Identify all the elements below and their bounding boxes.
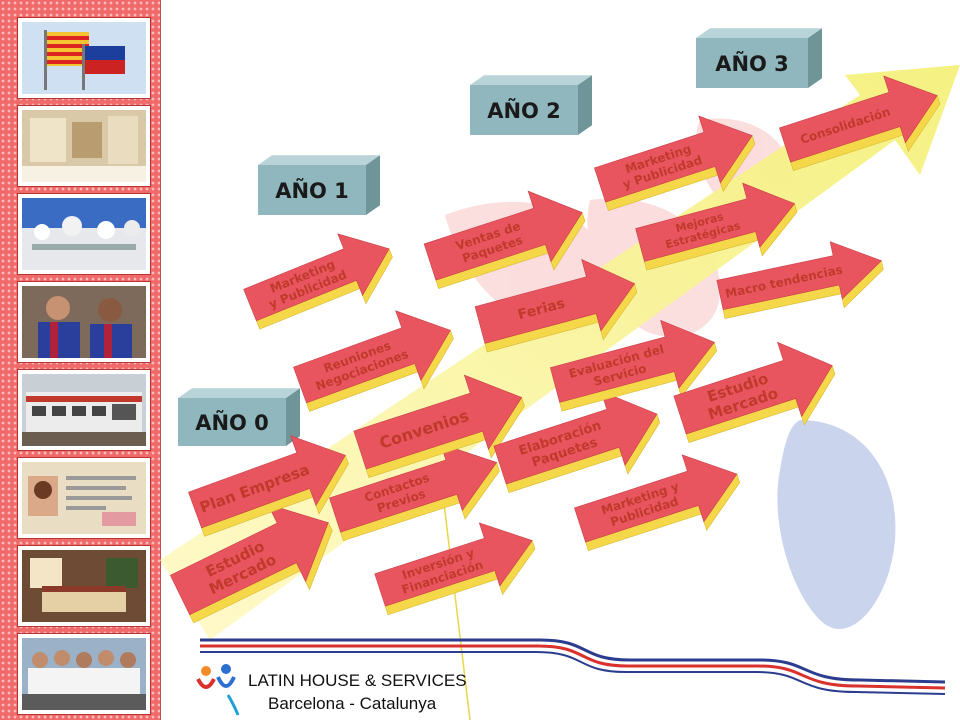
roadmap-canvas: AÑO 0 AÑO 1 AÑO 2 AÑO 3 EstudioMercadoPlan … bbox=[160, 28, 960, 720]
gym-photo bbox=[18, 106, 150, 186]
company-logo bbox=[196, 664, 240, 716]
football-players-photo bbox=[18, 282, 150, 362]
year-block-y1: AÑO 1 bbox=[258, 155, 380, 215]
year-block-y3: AÑO 3 bbox=[696, 28, 822, 88]
flags-photo bbox=[18, 18, 150, 98]
milestone-arrow-ferias: Ferias bbox=[474, 258, 638, 353]
sidebar-photo-strip bbox=[0, 0, 161, 720]
group-photo bbox=[18, 634, 150, 714]
train-photo bbox=[18, 370, 150, 450]
year-label: AÑO 3 bbox=[715, 51, 789, 76]
id-card-photo bbox=[18, 458, 150, 538]
guide-line bbox=[439, 469, 471, 720]
bedroom-photo bbox=[18, 546, 150, 626]
year-label: AÑO 2 bbox=[487, 98, 561, 123]
year-block-y2: AÑO 2 bbox=[470, 75, 592, 135]
gaudi-building-photo bbox=[18, 194, 150, 274]
company-name: LATIN HOUSE & SERVICES bbox=[248, 671, 467, 690]
year-label: AÑO 0 bbox=[195, 410, 269, 435]
footer-stripes bbox=[200, 638, 946, 695]
year-label: AÑO 1 bbox=[275, 178, 349, 203]
year-block-y0: AÑO 0 bbox=[178, 388, 300, 446]
company-location: Barcelona - Catalunya bbox=[268, 694, 437, 713]
year-blocks: AÑO 0 AÑO 1 AÑO 2 AÑO 3 bbox=[178, 28, 822, 446]
